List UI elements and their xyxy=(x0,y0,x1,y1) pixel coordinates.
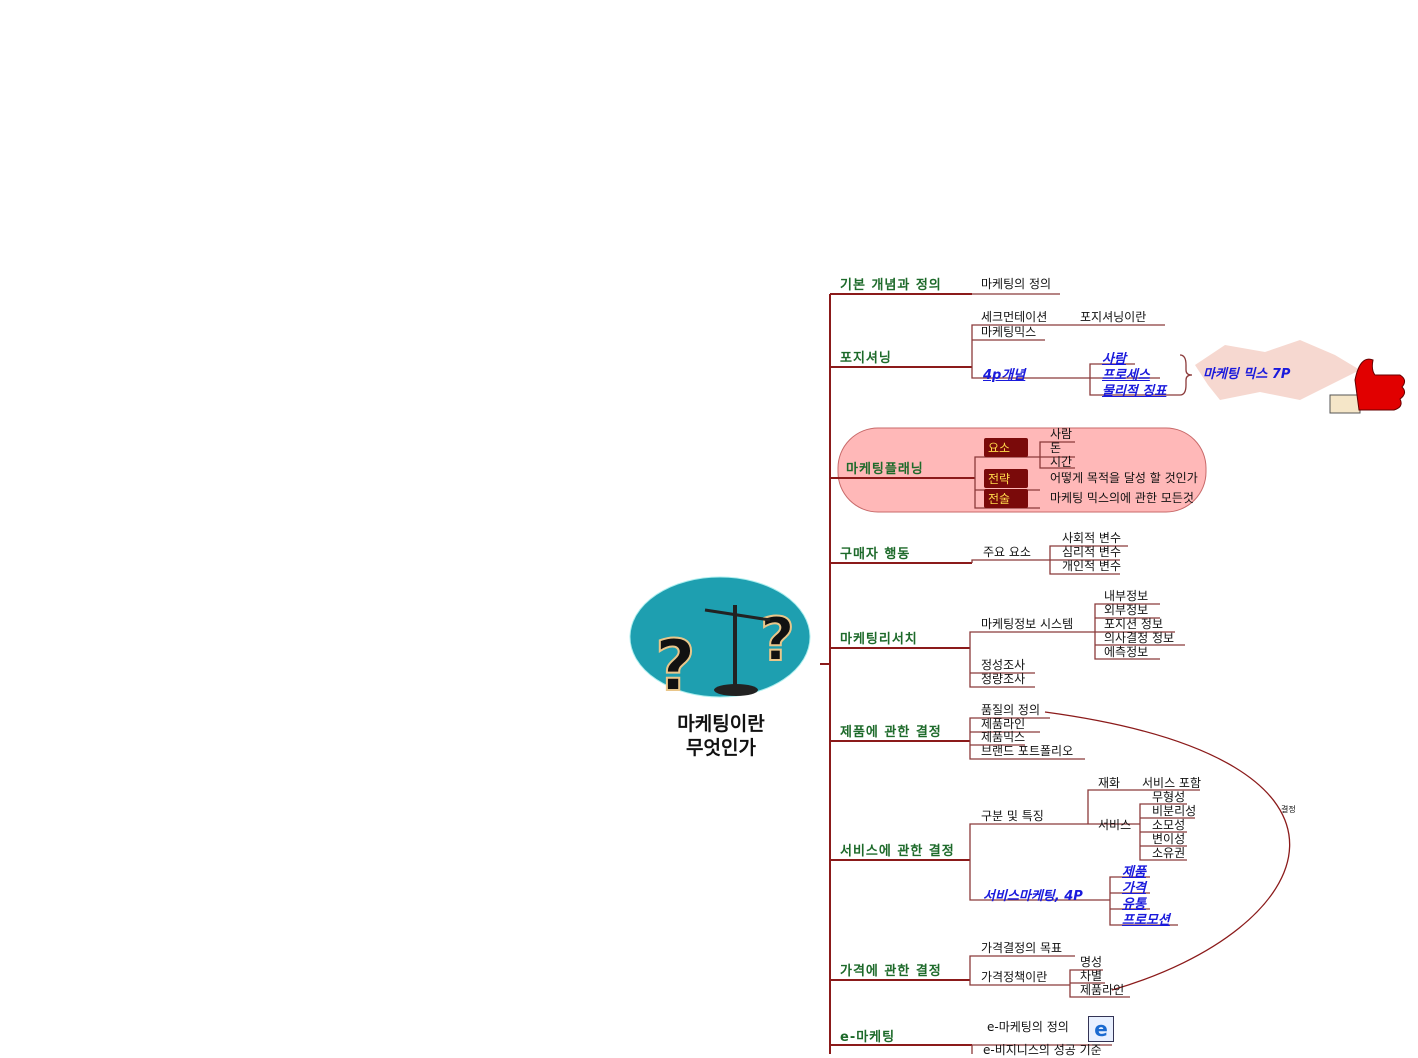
topic[interactable]: 돈 xyxy=(1050,441,1062,455)
branch-service-decisions[interactable]: 서비스에 관한 결정 xyxy=(840,844,955,859)
planning-box[interactable]: 전술 xyxy=(984,489,1028,508)
branch-price-decisions[interactable]: 가격에 관한 결정 xyxy=(840,964,942,979)
link-topic[interactable]: 가격 xyxy=(1122,881,1146,896)
link-topic[interactable]: 제품 xyxy=(1122,865,1146,880)
branch-basic-concepts[interactable]: 기본 개념과 정의 xyxy=(840,278,942,293)
branch-e-marketing[interactable]: e-마케팅 xyxy=(840,1030,896,1045)
topic[interactable]: 소모성 xyxy=(1152,818,1186,832)
topic[interactable]: 차별 xyxy=(1080,969,1103,983)
topic[interactable]: 마케팅 믹스의에 관한 모든것 xyxy=(1050,491,1194,505)
central-title-2: 무엇인가 xyxy=(686,737,756,759)
topic[interactable]: 제품믹스 xyxy=(981,730,1026,744)
topic[interactable]: 정량조사 xyxy=(981,672,1026,686)
link-topic[interactable]: 프로세스 xyxy=(1102,368,1150,383)
topic[interactable]: 가격정책이란 xyxy=(981,970,1048,984)
topic[interactable]: e-비지니스의 성공 기준 xyxy=(983,1043,1102,1057)
topic[interactable]: 브랜드 포트폴리오 xyxy=(981,744,1074,758)
topic[interactable]: 마케팅의 정의 xyxy=(981,277,1052,291)
link-topic[interactable]: 사람 xyxy=(1102,352,1126,367)
topic[interactable]: 에측정보 xyxy=(1104,645,1149,659)
svg-text:?: ? xyxy=(760,605,795,675)
topic[interactable]: 내부정보 xyxy=(1104,589,1149,603)
topic[interactable]: 구분 및 특징 xyxy=(981,809,1044,823)
callout-starburst xyxy=(1195,340,1360,400)
branch-marketing-research[interactable]: 마케팅리서치 xyxy=(840,632,918,647)
thumbs-up-icon xyxy=(1329,358,1406,414)
topic[interactable]: 어떻게 목적을 달성 할 것인가 xyxy=(1050,471,1198,485)
branch-positioning[interactable]: 포지셔닝 xyxy=(840,351,892,366)
topic[interactable]: 사람 xyxy=(1050,427,1073,441)
topic[interactable]: 주요 요소 xyxy=(983,545,1031,559)
link-topic[interactable]: 4p개념 xyxy=(983,368,1026,383)
topic[interactable]: 무형성 xyxy=(1152,790,1186,804)
topic[interactable]: 마케팅믹스 xyxy=(981,325,1037,339)
planning-box[interactable]: 요소 xyxy=(984,438,1028,457)
topic[interactable]: 소유권 xyxy=(1152,846,1186,860)
topic[interactable]: 제품라인 xyxy=(1080,983,1125,997)
link-topic[interactable]: 서비스마케팅, 4P xyxy=(983,889,1083,904)
topic[interactable]: 제품라인 xyxy=(981,717,1026,731)
topic[interactable]: 시간 xyxy=(1050,455,1073,469)
topic[interactable]: 서비스 포함 xyxy=(1142,776,1202,790)
svg-text:?: ? xyxy=(655,625,696,707)
topic[interactable]: 심리적 변수 xyxy=(1062,545,1122,559)
scale-image xyxy=(629,576,811,698)
topic[interactable]: 마케팅정보 시스템 xyxy=(981,617,1074,631)
topic[interactable]: 명성 xyxy=(1080,955,1103,969)
topic[interactable]: e-마케팅의 정의 xyxy=(987,1020,1069,1034)
topic[interactable]: 가격결정의 목표 xyxy=(981,941,1063,955)
callout-text[interactable]: 마케팅 믹스 7P xyxy=(1203,367,1291,382)
topic[interactable]: 포지셔닝이란 xyxy=(1080,310,1147,324)
planning-box[interactable]: 전략 xyxy=(984,469,1028,488)
topic[interactable]: 외부정보 xyxy=(1104,603,1149,617)
branch-product-decisions[interactable]: 제품에 관한 결정 xyxy=(840,725,942,740)
topic[interactable]: 서비스 xyxy=(1098,818,1132,832)
topic[interactable]: 의사결정 정보 xyxy=(1104,631,1175,645)
topic[interactable]: 세크먼테이션 xyxy=(981,310,1048,324)
branch-buyer-behavior[interactable]: 구매자 행동 xyxy=(840,547,911,562)
link-topic[interactable]: 프로모션 xyxy=(1122,913,1170,928)
topic[interactable]: 품질의 정의 xyxy=(981,703,1041,717)
topic[interactable]: 사회적 변수 xyxy=(1062,531,1122,545)
topic[interactable]: 포지션 정보 xyxy=(1104,617,1164,631)
topic[interactable]: 개인적 변수 xyxy=(1062,559,1122,573)
branch-marketing-planning[interactable]: 마케팅플래닝 xyxy=(846,462,924,477)
topic[interactable]: 정성조사 xyxy=(981,658,1026,672)
topic[interactable]: 비분리성 xyxy=(1152,804,1197,818)
topic[interactable]: 재화 xyxy=(1098,776,1121,790)
link-topic[interactable]: 유통 xyxy=(1122,897,1146,912)
ie-browser-icon[interactable]: e xyxy=(1088,1016,1114,1042)
relation-label: 결정 xyxy=(1281,805,1296,814)
link-topic[interactable]: 물리적 징표 xyxy=(1102,384,1167,399)
central-title-1: 마케팅이란 xyxy=(677,713,765,735)
topic[interactable]: 변이성 xyxy=(1152,832,1186,846)
